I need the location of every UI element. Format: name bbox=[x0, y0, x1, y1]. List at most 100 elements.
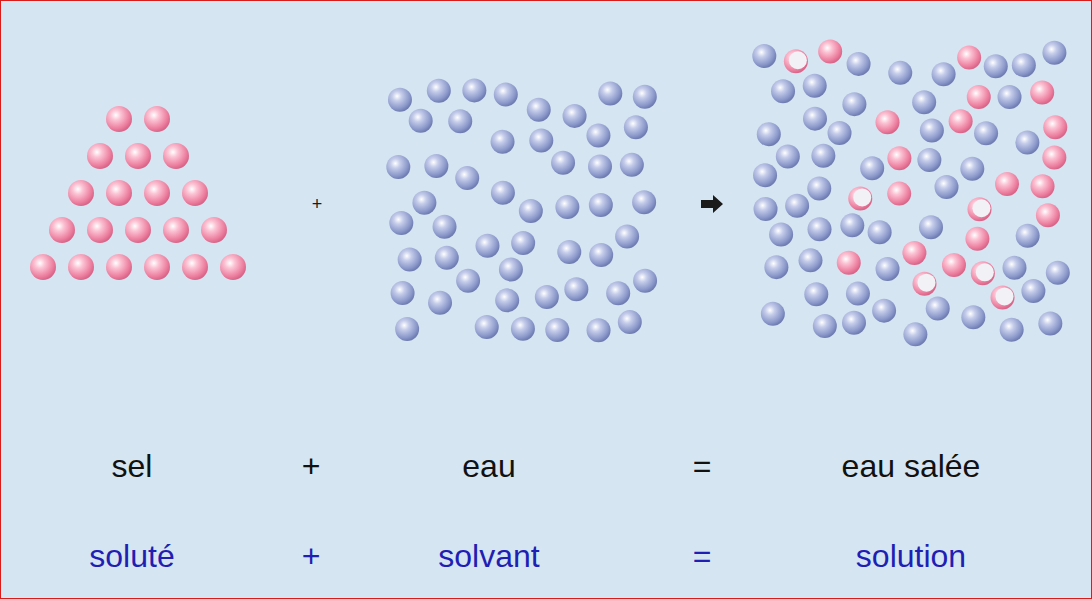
water-particle bbox=[491, 181, 515, 205]
solution-particle bbox=[887, 182, 911, 206]
particle-ball bbox=[887, 182, 911, 206]
particle-ball bbox=[868, 220, 892, 244]
solution-particle bbox=[868, 220, 892, 244]
plus-sign: + bbox=[312, 195, 323, 215]
particle-ball bbox=[1016, 224, 1040, 248]
solution-particle bbox=[1042, 146, 1066, 170]
ion-ring-hole bbox=[972, 199, 990, 217]
water-particle bbox=[535, 285, 559, 309]
particle-ball bbox=[926, 297, 950, 321]
particle-ball bbox=[932, 62, 956, 86]
water-particle bbox=[475, 315, 499, 339]
ion-ring-hole bbox=[917, 274, 935, 292]
water-particle bbox=[428, 291, 452, 315]
ion-ring bbox=[848, 186, 872, 210]
water-particle bbox=[624, 115, 648, 139]
solution-particle bbox=[842, 311, 866, 335]
water-particle bbox=[409, 109, 433, 133]
salt-particle bbox=[201, 217, 227, 243]
water-particle bbox=[551, 151, 575, 175]
particle-ball bbox=[1000, 318, 1024, 342]
solution-particle bbox=[785, 194, 809, 218]
solution-particle bbox=[902, 241, 926, 265]
solution-particle bbox=[920, 118, 944, 142]
solution-particle bbox=[888, 61, 912, 85]
solution-particle bbox=[967, 197, 991, 221]
solution-particle bbox=[807, 176, 831, 200]
solution-particle bbox=[776, 145, 800, 169]
water-particle bbox=[388, 88, 412, 112]
water-particle bbox=[511, 231, 535, 255]
ion-ring bbox=[784, 49, 808, 73]
water-particle bbox=[499, 258, 523, 282]
solution-particle bbox=[1046, 261, 1070, 285]
salt-particles bbox=[30, 106, 246, 280]
solution-particle bbox=[949, 109, 973, 133]
particle-ball bbox=[813, 314, 837, 338]
water-particle bbox=[620, 153, 644, 177]
water-particle bbox=[632, 190, 656, 214]
water-particle bbox=[462, 78, 486, 102]
particle-ball bbox=[960, 157, 984, 181]
particle-ball bbox=[840, 213, 864, 237]
water-particle bbox=[435, 246, 459, 270]
solution-particle bbox=[847, 52, 871, 76]
particle-ball bbox=[995, 172, 1019, 196]
water-particle bbox=[511, 317, 535, 341]
substance-label: eau bbox=[462, 449, 515, 484]
particle-ball bbox=[967, 85, 991, 109]
solution-particle bbox=[1003, 256, 1027, 280]
particle-ball bbox=[803, 74, 827, 98]
solution-particle bbox=[840, 213, 864, 237]
water-particle bbox=[475, 234, 499, 258]
particle-ball bbox=[757, 122, 781, 146]
salt-particle bbox=[125, 143, 151, 169]
particle-ball bbox=[872, 299, 896, 323]
role-label: solvant bbox=[438, 539, 539, 574]
solution-particle bbox=[803, 107, 827, 131]
solution-particle bbox=[971, 261, 995, 285]
salt-particle bbox=[106, 106, 132, 132]
ion-ring bbox=[971, 261, 995, 285]
solution-particle bbox=[764, 255, 788, 279]
particle-ball bbox=[818, 40, 842, 64]
solution-particle bbox=[967, 85, 991, 109]
solution-particle bbox=[754, 197, 778, 221]
solution-particle bbox=[961, 305, 985, 329]
water-particle bbox=[588, 154, 612, 178]
solution-particle bbox=[757, 122, 781, 146]
solution-particle bbox=[1030, 80, 1054, 104]
solution-particle bbox=[848, 186, 872, 210]
salt-particle bbox=[30, 254, 56, 280]
water-particles bbox=[386, 78, 657, 342]
particle-ball bbox=[842, 311, 866, 335]
role-label: soluté bbox=[89, 539, 174, 574]
solution-particle bbox=[998, 85, 1022, 109]
water-particle bbox=[557, 240, 581, 264]
water-particle bbox=[494, 83, 518, 107]
solution-particle bbox=[798, 248, 822, 272]
particle-ball bbox=[1038, 312, 1062, 336]
particle-ball bbox=[1036, 203, 1060, 227]
water-particle bbox=[633, 85, 657, 109]
salt-particle bbox=[144, 180, 170, 206]
solution-particle bbox=[1038, 312, 1062, 336]
reaction-arrow bbox=[701, 195, 723, 213]
ion-ring bbox=[912, 272, 936, 296]
salt-particle bbox=[106, 180, 132, 206]
particle-ball bbox=[769, 222, 793, 246]
particle-ball bbox=[1003, 256, 1027, 280]
particle-ball bbox=[808, 217, 832, 241]
water-particle bbox=[563, 104, 587, 128]
particle-ball bbox=[919, 215, 943, 239]
solution-particle bbox=[995, 172, 1019, 196]
particle-ball bbox=[888, 61, 912, 85]
solution-particle bbox=[842, 92, 866, 116]
particle-ball bbox=[761, 302, 785, 326]
water-particle bbox=[606, 281, 630, 305]
substance-label: sel bbox=[112, 449, 153, 484]
particle-ball bbox=[957, 46, 981, 70]
water-particle bbox=[386, 155, 410, 179]
